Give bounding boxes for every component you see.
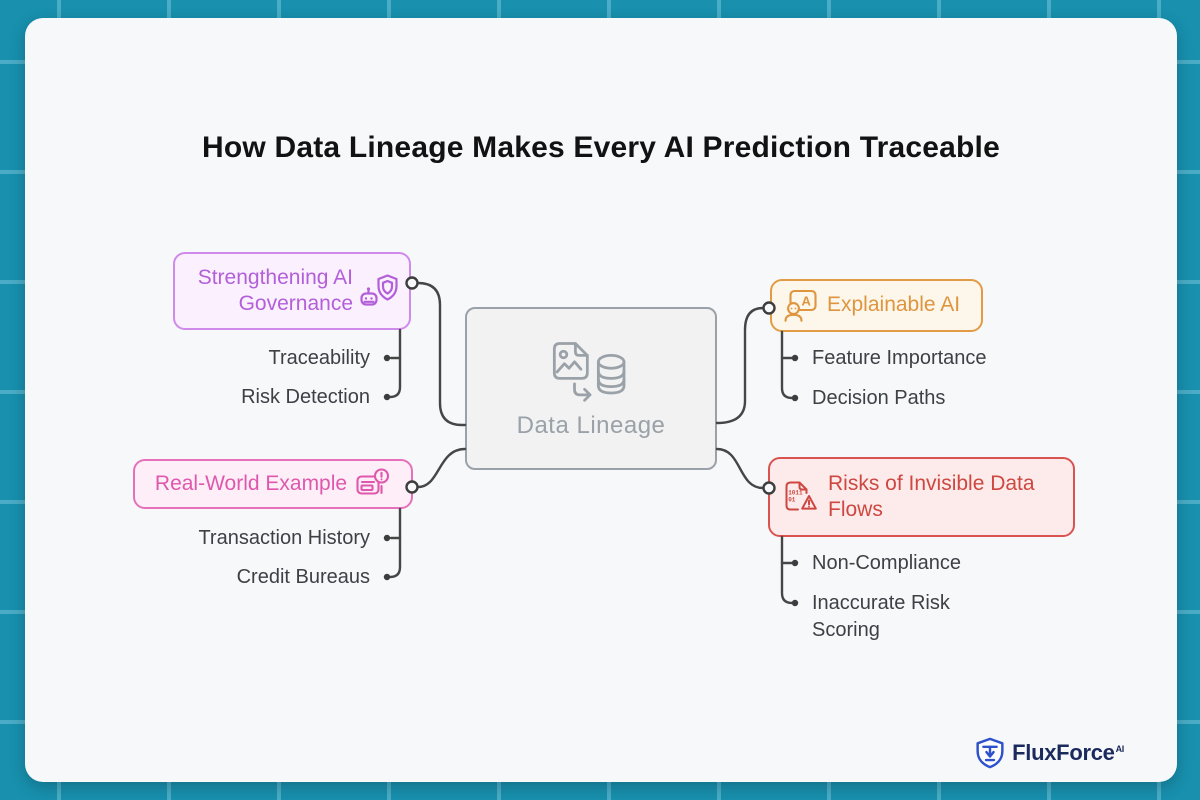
- risks-icon-glyph-1: 1011: [788, 490, 803, 497]
- person-a-frame-icon: A: [784, 289, 817, 322]
- branch-label: Real-World Example: [154, 471, 348, 495]
- fluxforce-shield-icon: [976, 737, 1004, 769]
- branch-label: Strengthening AI Governance: [197, 265, 353, 315]
- receipt-alert-icon: [356, 468, 390, 495]
- child-label-traceability: Traceability: [268, 347, 370, 369]
- child-label-decision-paths: Decision Paths: [812, 387, 946, 409]
- risks-icon-glyph-2: 01: [788, 497, 796, 504]
- child-label-transaction-history: Transaction History: [198, 527, 370, 549]
- center-node-data-lineage: Data Lineage: [465, 307, 717, 470]
- branch-label: Explainable AI: [827, 293, 961, 317]
- branch-label: Risks of Invisible Data Flows: [828, 471, 1035, 521]
- branch-box-explainable-ai: A Explainable AI: [770, 279, 983, 332]
- child-label-non-compliance: Non-Compliance: [812, 552, 961, 574]
- child-label-risk-detection: Risk Detection: [241, 386, 370, 408]
- page-title: How Data Lineage Makes Every AI Predicti…: [202, 131, 1000, 164]
- explainable-icon-glyph: A: [802, 293, 812, 308]
- child-label-credit-bureaus: Credit Bureaus: [236, 566, 370, 588]
- binary-document-warning-icon: 1011 01: [785, 481, 817, 511]
- branch-box-strengthening-ai-governance: Strengthening AI Governance: [173, 252, 411, 330]
- fluxforce-logo: FluxForceAI: [975, 737, 1124, 769]
- child-label-feature-importance: Feature Importance: [812, 347, 987, 369]
- fluxforce-wordmark: FluxForceAI: [1012, 740, 1124, 766]
- branch-box-risks-of-invisible-data-flows: 1011 01 Risks of Invisible Data Flows: [768, 457, 1075, 537]
- image-to-database-icon: [552, 341, 626, 402]
- center-node-label: Data Lineage: [516, 411, 666, 439]
- child-label-inaccurate-risk-scoring: Inaccurate Risk Scoring: [812, 592, 950, 641]
- brand-suffix-ai: AI: [1115, 743, 1125, 754]
- branch-box-real-world-example: Real-World Example: [133, 459, 413, 509]
- brand-name: FluxForce: [1012, 740, 1115, 765]
- robot-shield-icon: [360, 274, 398, 306]
